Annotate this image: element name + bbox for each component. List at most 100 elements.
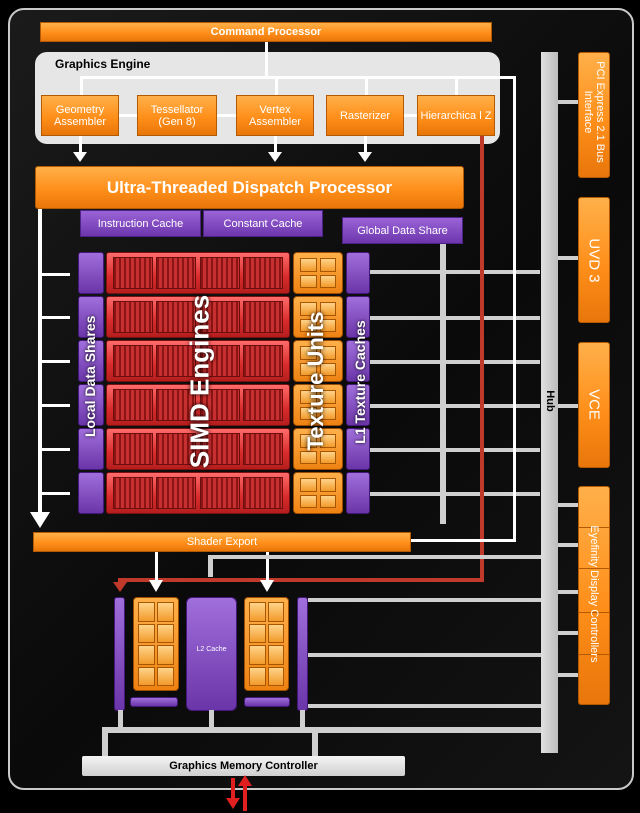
divider [579, 654, 609, 655]
simd-engine [106, 340, 290, 382]
divider [579, 568, 609, 569]
gds-link [370, 316, 540, 320]
arrow [274, 136, 277, 154]
connector [404, 114, 417, 117]
local-data-share [78, 384, 104, 426]
vce [578, 342, 610, 468]
hub [541, 52, 558, 753]
rop-side-left [114, 597, 125, 711]
connector [265, 42, 268, 78]
render-backend-left [133, 597, 179, 691]
arrow [79, 136, 82, 154]
hub-link [558, 543, 580, 547]
hub-link [558, 404, 580, 408]
connector [42, 273, 70, 276]
hub-link [558, 100, 580, 104]
gds-link [370, 492, 540, 496]
divider [579, 527, 609, 528]
memory-bus [102, 727, 108, 757]
hub-link [558, 256, 580, 260]
connector [496, 76, 516, 79]
geometry-assembler: Geometry Assembler [41, 95, 119, 136]
connector [42, 404, 70, 407]
simd-engines-label: SIMD Engines [184, 294, 215, 469]
texture-unit [293, 296, 343, 338]
connector [455, 76, 458, 96]
l2-cache-label: L2 Cache [196, 646, 227, 653]
arrow-head [260, 580, 274, 592]
memory-bus [312, 733, 318, 757]
gds-link [370, 448, 540, 452]
constant-cache: Constant Cache [203, 210, 323, 237]
simd-engine [106, 384, 290, 426]
connector [42, 316, 70, 319]
connector [80, 76, 83, 96]
arrow-head [238, 775, 252, 786]
simd-engine [106, 252, 290, 294]
texture-unit [293, 384, 343, 426]
compute-array [78, 252, 372, 514]
local-data-share [78, 252, 104, 294]
texture-unit [293, 340, 343, 382]
arrow-head [149, 580, 163, 592]
uvd3 [578, 197, 610, 323]
l1-texture-cache [346, 296, 370, 338]
ultra-threaded-dispatch-processor: Ultra-Threaded Dispatch Processor [35, 166, 464, 209]
eyefinity-label: Eyefinity Display Controllers [588, 525, 600, 663]
tessellator: Tessellator (Gen 8) [137, 95, 217, 136]
arrow-head [113, 582, 127, 592]
hub-link [558, 631, 580, 635]
eyefinity-display-controllers [578, 486, 610, 705]
memory-bus [209, 710, 214, 730]
z-path [480, 136, 484, 582]
arrow [155, 552, 158, 582]
simd-engine [106, 472, 290, 514]
z-path [118, 578, 484, 582]
rop-side-right [297, 597, 308, 711]
pci-express-interface [578, 52, 610, 178]
connector [42, 448, 70, 451]
l1-texture-caches-label: L1 Texture Caches [352, 320, 368, 444]
rop-bottom-right [244, 697, 290, 707]
gds-bus [440, 244, 446, 524]
arrow [364, 136, 367, 154]
arrow-head [30, 512, 50, 528]
l1-texture-cache [346, 472, 370, 514]
hub-link [308, 598, 544, 602]
instruction-cache: Instruction Cache [80, 210, 201, 237]
l1-texture-cache [346, 428, 370, 470]
memory-arrow-down [231, 778, 235, 800]
connector [217, 114, 236, 117]
hub-link [208, 555, 543, 559]
local-data-share [78, 340, 104, 382]
arrow-head [73, 152, 87, 162]
arrow-head [226, 798, 240, 809]
texture-unit [293, 472, 343, 514]
hub-link [208, 555, 213, 577]
hub-link [308, 653, 544, 657]
global-data-share: Global Data Share [342, 217, 463, 244]
texture-unit [293, 252, 343, 294]
connector [513, 76, 516, 542]
hub-link [308, 704, 544, 708]
texture-units-label: Texture Units [303, 311, 328, 451]
arrow [266, 552, 269, 582]
connector [42, 492, 70, 495]
connector [119, 114, 137, 117]
simd-engine [106, 296, 290, 338]
connector [365, 76, 368, 96]
arrow-head [268, 152, 282, 162]
gds-link [370, 270, 540, 274]
memory-arrow-up [243, 786, 247, 811]
local-data-share [78, 296, 104, 338]
connector [275, 76, 278, 96]
l2-cache-block [186, 597, 237, 711]
hierarchical-z: Hierarchica l Z [417, 95, 495, 136]
hub-label: Hub [544, 390, 556, 412]
local-data-share [78, 428, 104, 470]
connector [411, 539, 516, 542]
rasterizer: Rasterizer [326, 95, 404, 136]
shader-export: Shader Export [33, 532, 411, 552]
local-data-share [78, 472, 104, 514]
memory-bus [118, 710, 123, 730]
